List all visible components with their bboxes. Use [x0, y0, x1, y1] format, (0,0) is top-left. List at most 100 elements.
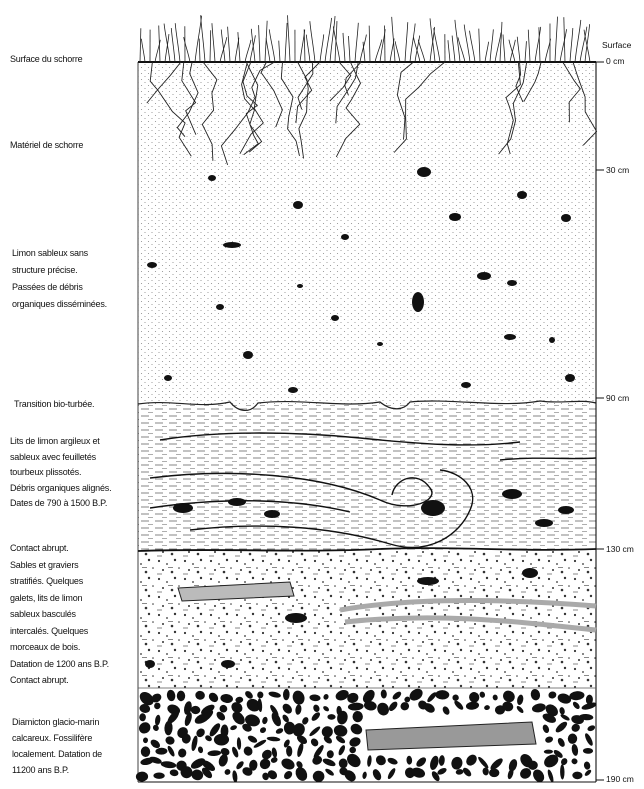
grass-blade [584, 30, 590, 62]
clast [237, 737, 242, 750]
clast [271, 747, 278, 758]
clast [310, 711, 321, 723]
clast [333, 724, 349, 739]
grass-blade [212, 23, 215, 62]
grass-blade [304, 29, 305, 62]
depth-label-0: 0 cm [606, 56, 624, 66]
clast [217, 753, 229, 768]
grass-blade [306, 35, 310, 62]
clast [375, 701, 391, 718]
clast [143, 737, 149, 743]
grass-blade [259, 25, 260, 62]
debris-blob [208, 175, 216, 181]
clast [280, 756, 297, 771]
debris-blob [565, 374, 575, 382]
debris-blob [216, 304, 224, 310]
clast [560, 757, 569, 766]
clast [387, 757, 399, 766]
clast [197, 746, 203, 754]
clast [296, 742, 305, 757]
grass-blade [458, 37, 465, 62]
clast [348, 736, 362, 749]
clast [155, 748, 167, 755]
clast [322, 705, 330, 712]
grass-blade [175, 23, 180, 62]
debris-blob [502, 489, 522, 499]
clast [516, 694, 524, 706]
depth-scale-title: Surface [602, 40, 631, 50]
grass-blade [517, 37, 520, 62]
grass-blade [310, 21, 315, 62]
clast [441, 705, 451, 716]
clast [259, 726, 267, 734]
clast [450, 756, 464, 771]
clast [324, 767, 335, 776]
clast [177, 690, 186, 701]
clast [560, 764, 565, 779]
clast [465, 701, 479, 711]
clast [164, 735, 175, 746]
debris-blob [228, 498, 246, 506]
grass-blade [210, 30, 211, 62]
clast [584, 732, 595, 747]
grass-blade [201, 15, 205, 62]
clast [542, 724, 551, 734]
debris-blob [297, 284, 303, 288]
clast [587, 724, 596, 732]
clast [352, 711, 363, 723]
clast [386, 767, 396, 780]
debris-blob [461, 382, 471, 388]
depth-label-190: 190 cm [606, 774, 634, 784]
clast [348, 745, 357, 754]
grass-blade [195, 16, 202, 62]
clast [322, 757, 337, 768]
grass-blade [279, 41, 280, 62]
grass-blade [470, 31, 475, 62]
clast [583, 761, 591, 770]
clast [242, 745, 254, 757]
clast [311, 754, 324, 766]
clast [548, 691, 558, 700]
clast [406, 756, 412, 765]
clast [380, 689, 387, 698]
debris-blob [147, 262, 157, 268]
label-diamicton: Diamicton glacio-marin calcareux. Fossil… [12, 714, 102, 778]
debris-blob [504, 334, 516, 340]
debris-blob [164, 375, 172, 381]
clast [190, 705, 201, 714]
grass-blade [269, 29, 275, 62]
clast [247, 734, 259, 744]
clast [223, 768, 231, 776]
clast [455, 769, 464, 776]
debris-blob [243, 351, 253, 359]
depth-label-30: 30 cm [606, 165, 629, 175]
clast [429, 755, 441, 771]
debris-blob [288, 387, 298, 393]
clast [554, 720, 569, 734]
clast [136, 771, 149, 782]
grass-blade [500, 22, 502, 62]
debris-blob [331, 315, 339, 321]
debris-blob [145, 660, 155, 668]
clast [583, 748, 593, 754]
clast [367, 755, 373, 767]
clast [348, 702, 364, 711]
clast [166, 689, 176, 702]
clast [387, 700, 399, 712]
clast [452, 694, 460, 702]
debris-blob [293, 201, 303, 209]
clast [207, 691, 220, 704]
clast [453, 699, 465, 711]
clast [295, 704, 302, 715]
clast [261, 716, 268, 724]
debris-blob [558, 506, 574, 514]
debris-blob [264, 510, 280, 518]
clast [195, 690, 206, 700]
clast [286, 746, 293, 757]
label-limon: Limon sableux sans structure précise. Pa… [12, 245, 107, 313]
clast [258, 756, 273, 771]
grass-blade [228, 27, 230, 62]
clast [560, 713, 571, 722]
clast [230, 724, 238, 731]
